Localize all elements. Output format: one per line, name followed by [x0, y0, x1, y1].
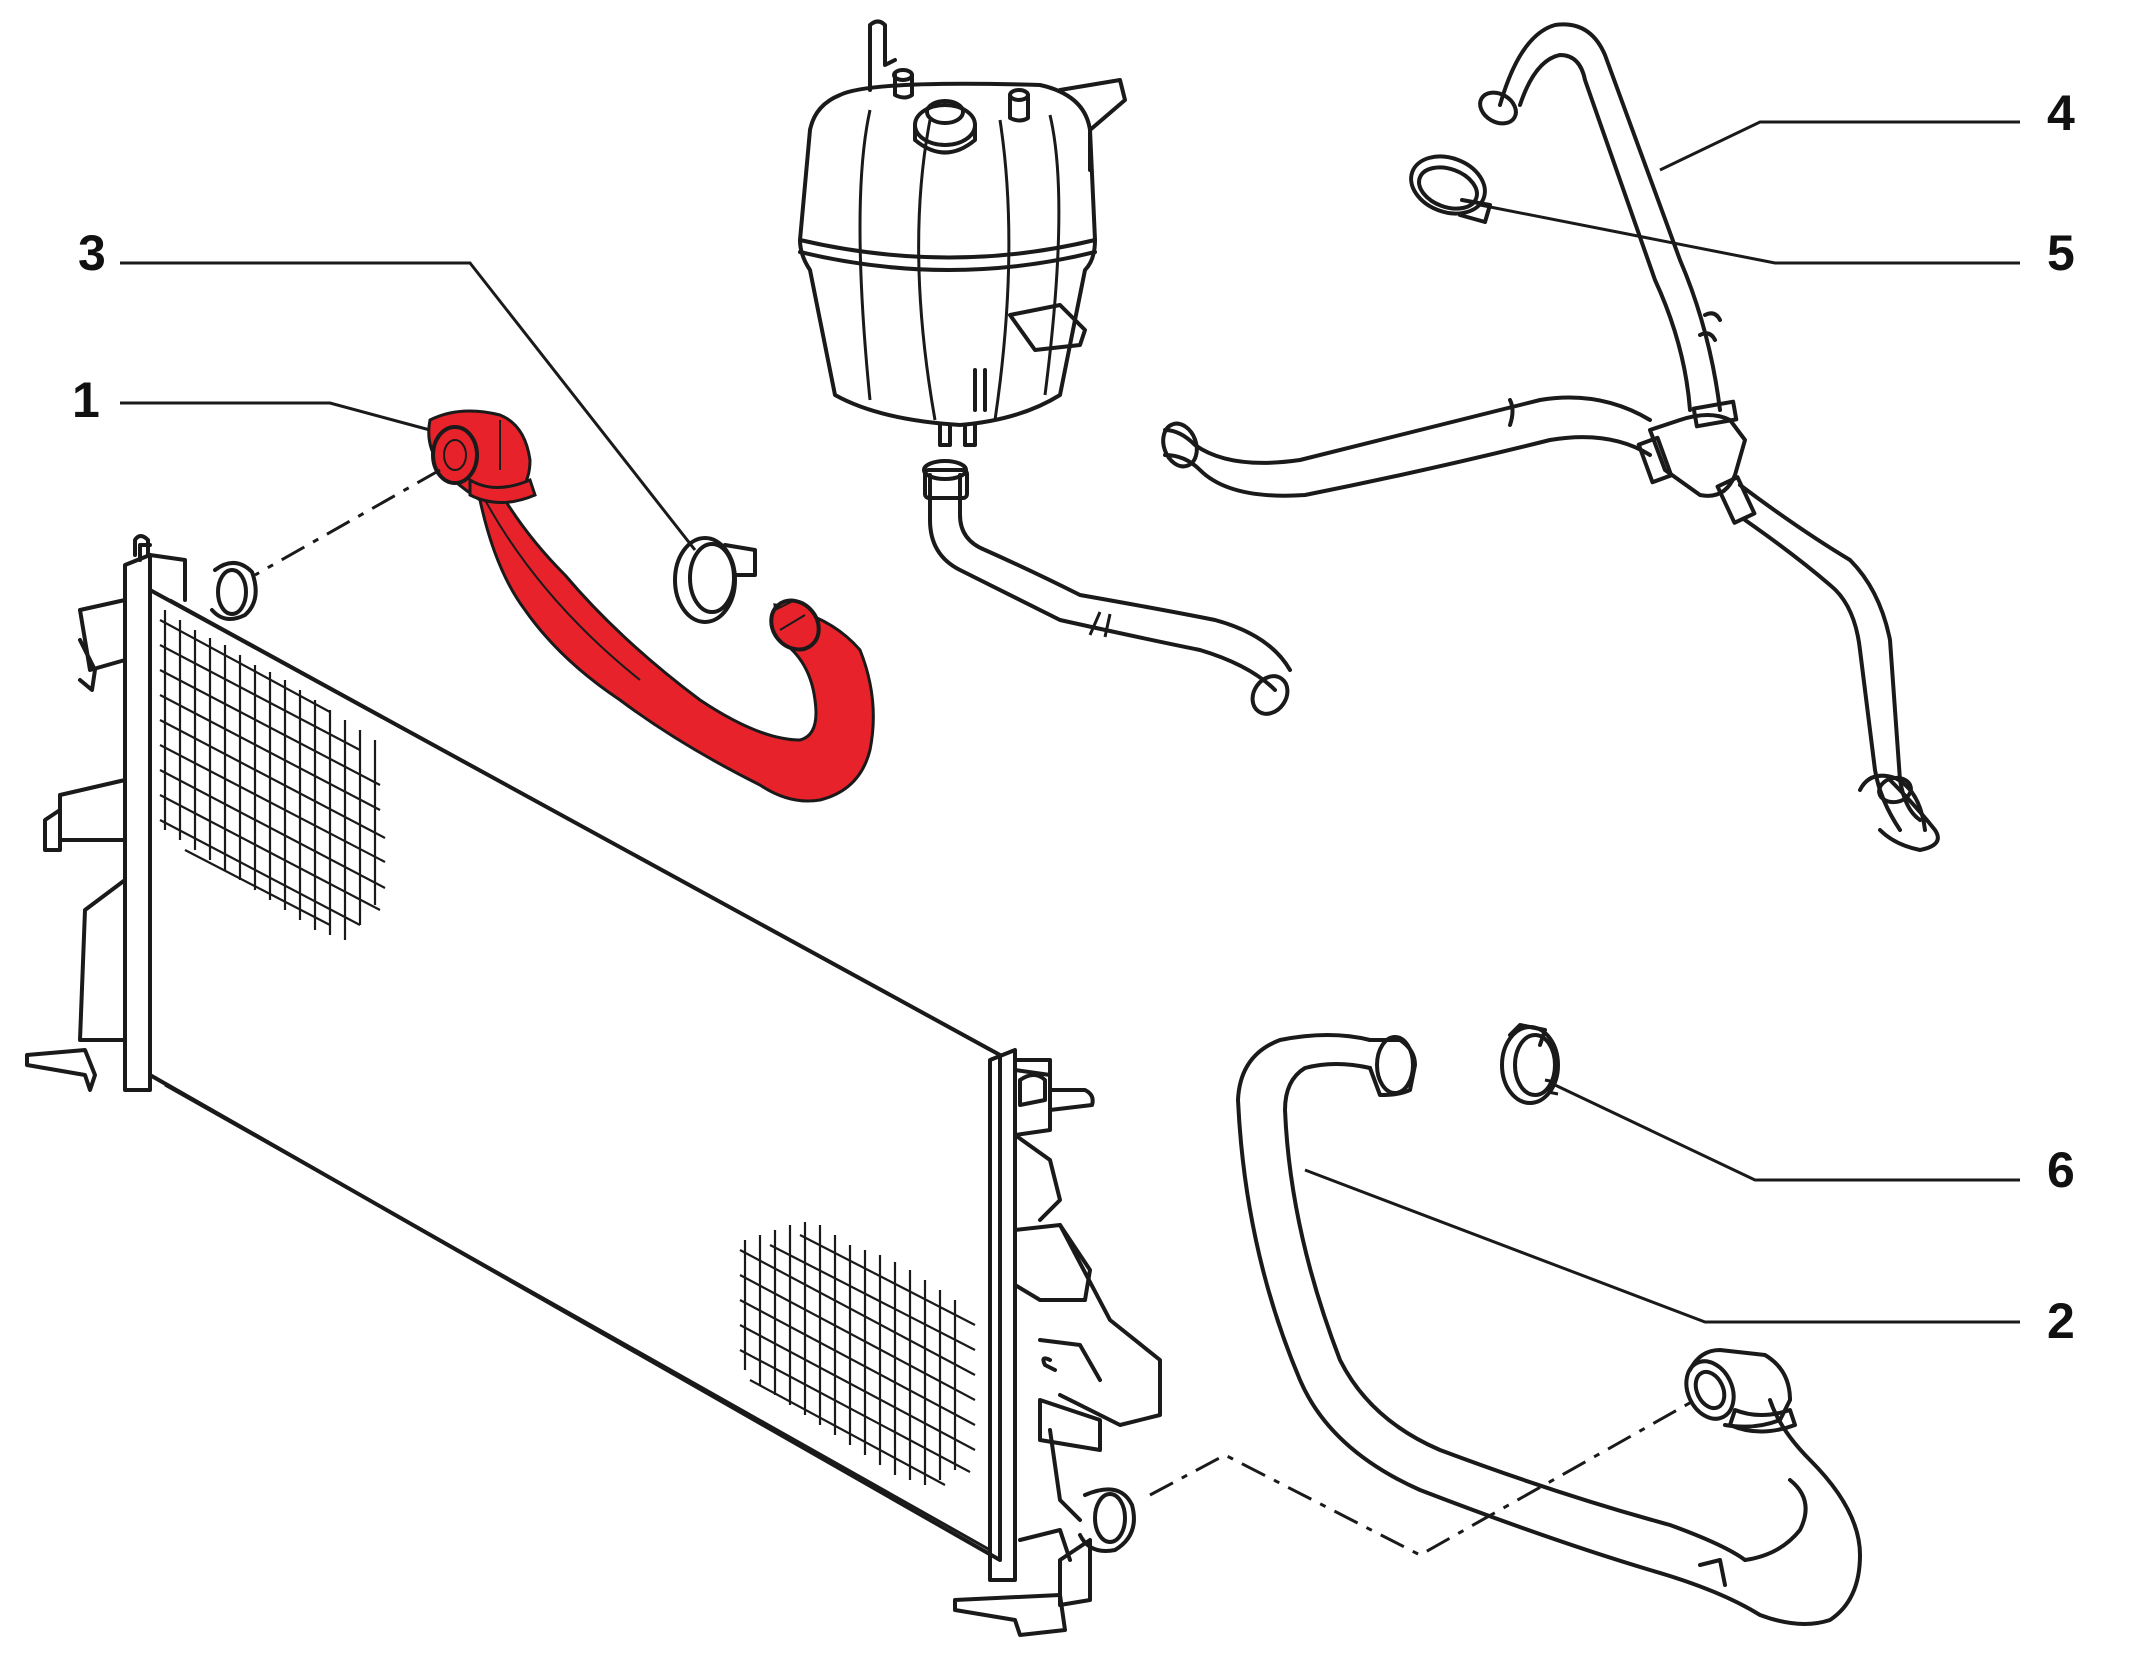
callout-6: 6	[2047, 1142, 2075, 1198]
part-4-heater-t-hose	[1161, 22, 1940, 852]
callout-2: 2	[2047, 1293, 2075, 1349]
callout-5: 5	[2047, 225, 2075, 281]
assembly-guide-lines	[254, 468, 1696, 1557]
leader-3	[120, 261, 697, 551]
tank-body	[798, 81, 1097, 427]
radiator-mesh-upper	[159, 610, 386, 940]
radiator	[25, 534, 1162, 1637]
part-6-hose-clamp	[1500, 1023, 1560, 1105]
callout-1: 1	[72, 372, 100, 428]
leader-lines	[120, 120, 2020, 1324]
leader-6	[1554, 1083, 2020, 1182]
red-hose-upper-end	[431, 425, 479, 485]
radiator-left-tank	[123, 553, 152, 1092]
callout-3: 3	[78, 225, 106, 281]
radiator-mesh-lower	[739, 1222, 976, 1486]
leader-5	[1479, 203, 2020, 265]
part-3-hose-clamp	[673, 536, 757, 624]
part-1-upper-radiator-hose	[427, 409, 875, 803]
leader-4	[1659, 120, 2020, 172]
callout-labels: 1 2 3 4 5 6	[72, 85, 2075, 1349]
callout-4: 4	[2047, 85, 2075, 141]
part-2-lower-radiator-hose	[1236, 1033, 1862, 1626]
radiator-right-tank	[988, 1048, 1017, 1582]
red-hose-lower-end	[769, 598, 821, 652]
leader-1	[120, 401, 431, 432]
expansion-tank	[798, 19, 1127, 447]
part-5-hose-clamp	[1409, 154, 1492, 224]
tank-outlet-hose	[922, 459, 1292, 716]
leader-2	[1304, 1168, 2020, 1324]
